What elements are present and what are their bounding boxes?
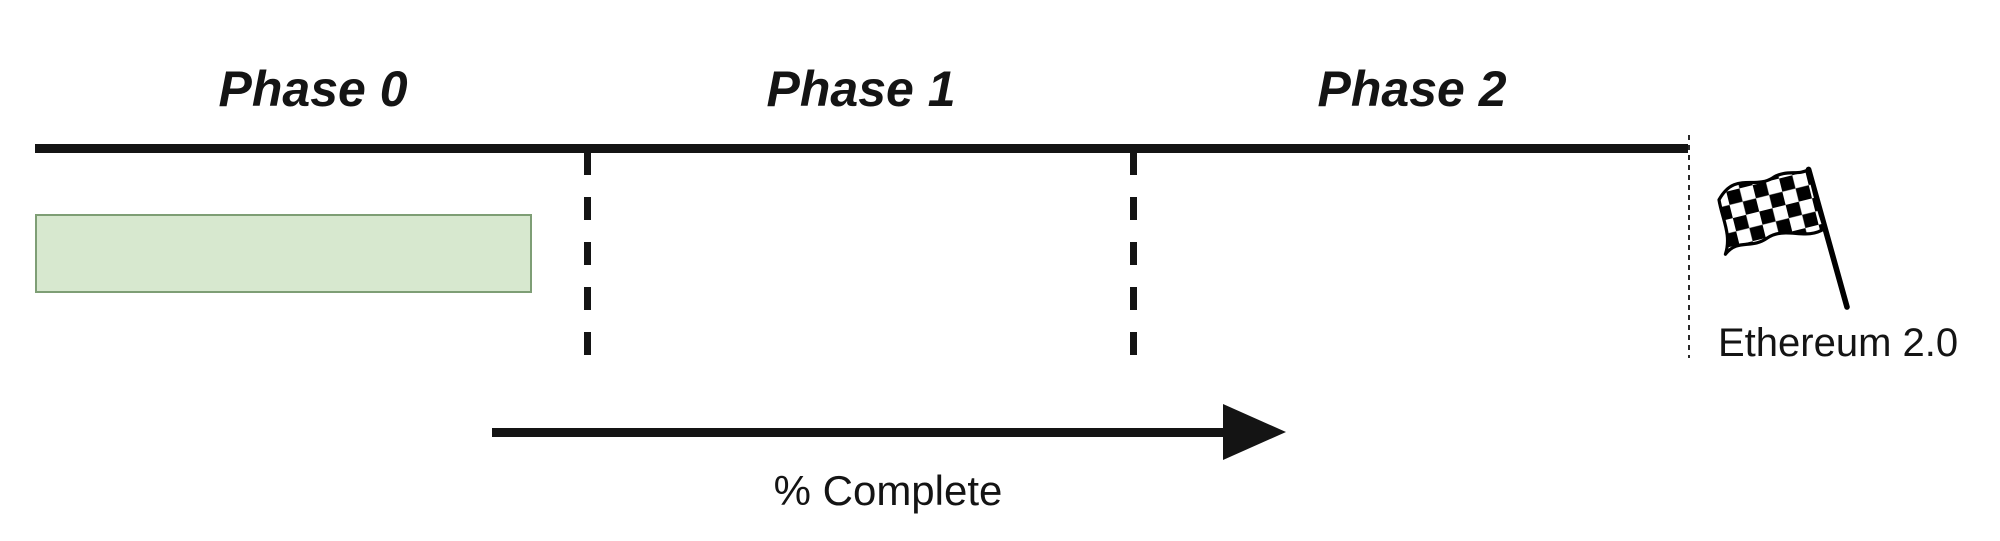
axis-label: % Complete: [773, 467, 1003, 514]
phase-0-label: Phase 0: [218, 61, 408, 117]
finish-dotted-line: [1688, 135, 1690, 358]
phase0-progress-bar: [35, 214, 532, 293]
milestone-label: Ethereum 2.0: [1718, 321, 1959, 365]
phase-separator-1: [584, 152, 591, 364]
phase-separator-2: [1130, 152, 1137, 364]
timeline-line: [35, 144, 1688, 153]
checkered-flag-icon: [1703, 155, 1863, 315]
progress-arrow-shaft: [492, 428, 1223, 437]
phase-1-label: Phase 1: [766, 61, 956, 117]
progress-arrow-head: [1223, 404, 1286, 460]
phase-2-label: Phase 2: [1317, 61, 1507, 117]
